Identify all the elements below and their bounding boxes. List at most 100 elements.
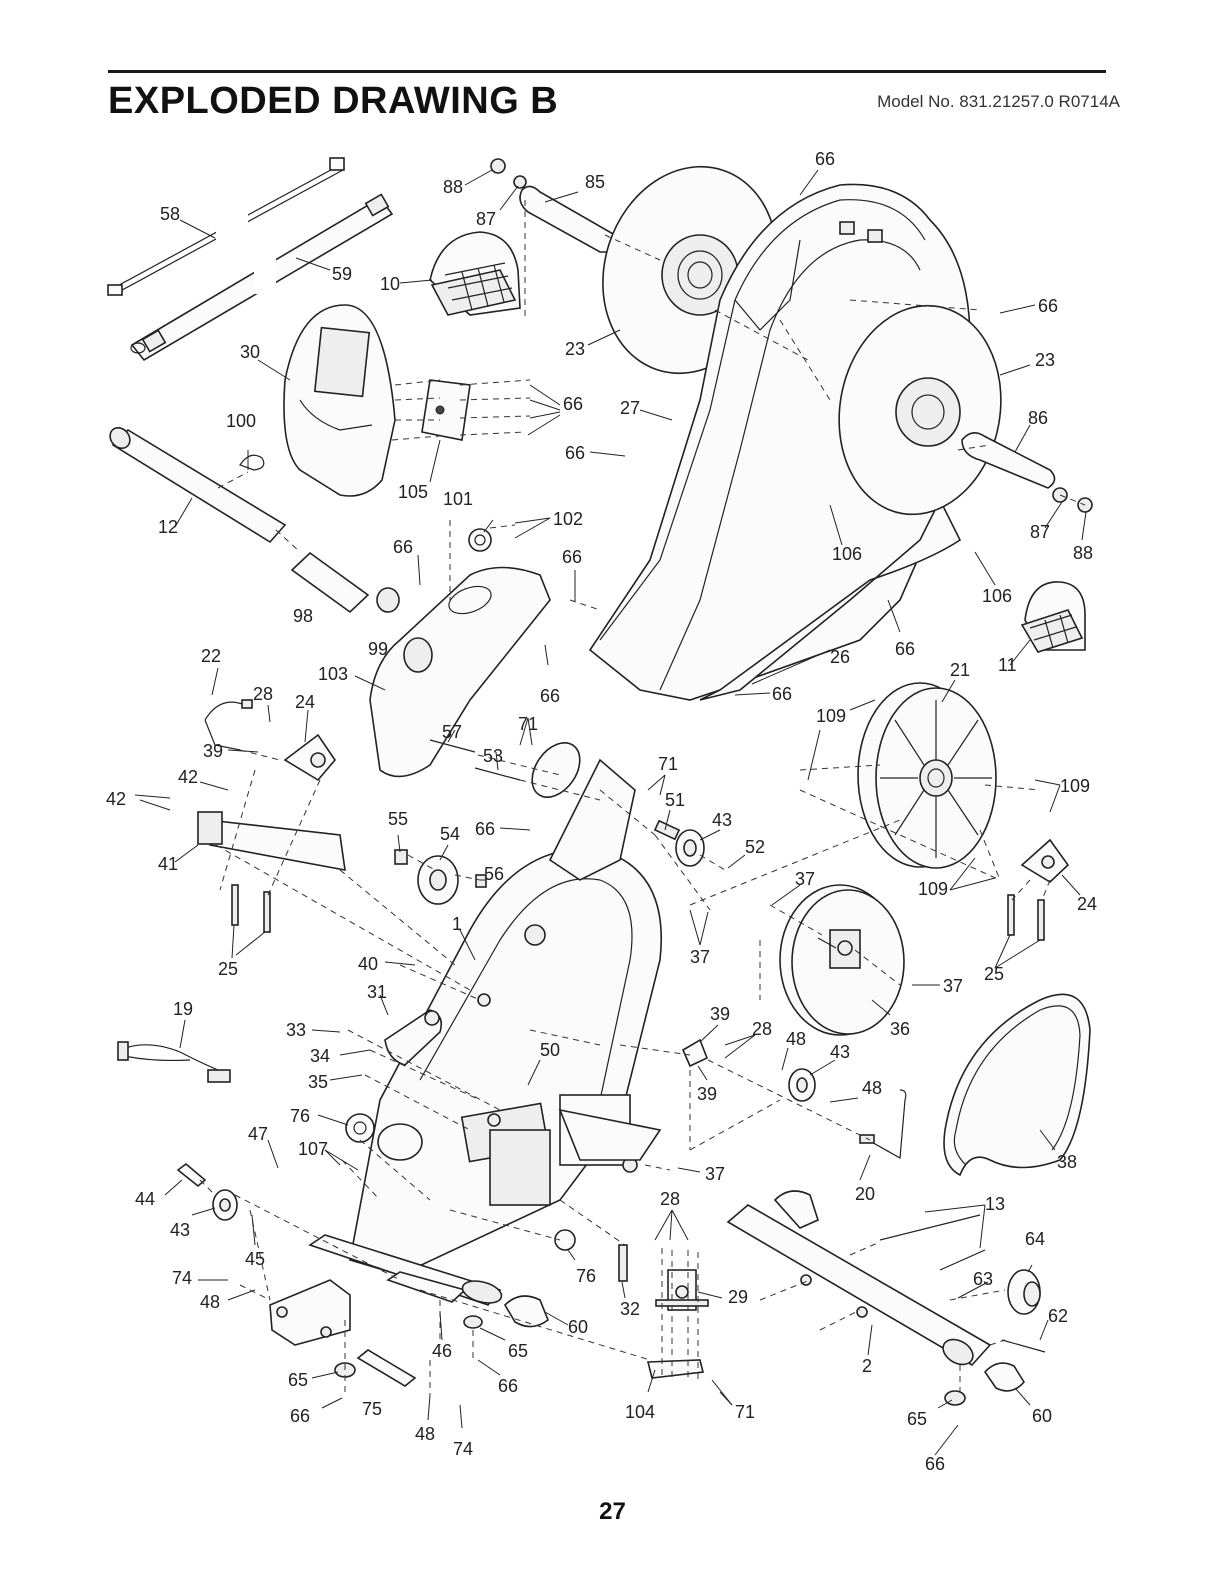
callout-53: 53 xyxy=(483,746,503,766)
callout-106: 106 xyxy=(832,544,862,564)
callout-62: 62 xyxy=(1048,1306,1068,1326)
callout-44: 44 xyxy=(135,1189,155,1209)
callout-22: 22 xyxy=(201,646,221,666)
callout-98: 98 xyxy=(293,606,313,626)
callout-47: 47 xyxy=(248,1124,268,1144)
callout-43: 43 xyxy=(830,1042,850,1062)
callout-76: 76 xyxy=(576,1266,596,1286)
callout-99: 99 xyxy=(368,639,388,659)
bracket-front xyxy=(269,1279,351,1346)
callout-52: 52 xyxy=(745,837,765,857)
harness-19 xyxy=(117,1041,231,1083)
callout-57: 57 xyxy=(442,722,462,742)
base-rail xyxy=(308,1234,503,1306)
callout-42: 42 xyxy=(178,767,198,787)
leader-lines xyxy=(134,169,1087,1456)
bracket-104 xyxy=(558,1108,662,1161)
foot-65-right xyxy=(944,1390,966,1406)
bolts-25-right xyxy=(1007,894,1045,941)
callout-100: 100 xyxy=(226,411,256,431)
callout-66: 66 xyxy=(815,149,835,169)
callout-28: 28 xyxy=(752,1019,772,1039)
callout-29: 29 xyxy=(728,1287,748,1307)
callout-51: 51 xyxy=(665,790,685,810)
callout-105: 105 xyxy=(398,482,428,502)
callout-12: 12 xyxy=(158,517,178,537)
callout-19: 19 xyxy=(173,999,193,1019)
pedal-11 xyxy=(1020,581,1086,653)
console-30 xyxy=(283,304,396,497)
callout-40: 40 xyxy=(358,954,378,974)
pulley-43-upper xyxy=(653,819,705,867)
grip-98 xyxy=(290,551,370,614)
callout-65: 65 xyxy=(288,1370,308,1390)
page-title: EXPLODED DRAWING B xyxy=(108,80,559,122)
callout-86: 86 xyxy=(1028,408,1048,428)
callout-59: 59 xyxy=(332,264,352,284)
callout-71: 71 xyxy=(735,1402,755,1422)
callout-102: 102 xyxy=(553,509,583,529)
bolt-53 xyxy=(474,767,521,781)
magnet-76-lower xyxy=(554,1229,576,1251)
callout-43: 43 xyxy=(170,1220,190,1240)
callout-39: 39 xyxy=(710,1004,730,1024)
belt-38 xyxy=(943,993,1091,1177)
callout-66: 66 xyxy=(772,684,792,704)
callout-24: 24 xyxy=(1077,894,1097,914)
callout-11: 11 xyxy=(998,655,1017,675)
callout-103: 103 xyxy=(318,664,348,684)
callout-88: 88 xyxy=(443,177,463,197)
switch-101 xyxy=(468,528,492,552)
bolts-25-left xyxy=(231,884,271,933)
callout-36: 36 xyxy=(890,1019,910,1039)
callout-63: 63 xyxy=(973,1269,993,1289)
callout-66: 66 xyxy=(475,819,495,839)
tube-107 xyxy=(377,1123,423,1161)
callout-66: 66 xyxy=(290,1406,310,1426)
callout-65: 65 xyxy=(508,1341,528,1361)
callout-109: 109 xyxy=(918,879,948,899)
callout-27: 27 xyxy=(620,398,640,418)
page-number: 27 xyxy=(599,1498,626,1525)
callout-48: 48 xyxy=(415,1424,435,1444)
callout-109: 109 xyxy=(816,706,846,726)
callout-20: 20 xyxy=(855,1184,875,1204)
assembly-lines xyxy=(199,200,1086,1395)
callout-23: 23 xyxy=(565,339,585,359)
axle-44 xyxy=(176,1162,207,1188)
callout-38: 38 xyxy=(1057,1152,1077,1172)
pulley-43-left xyxy=(212,1189,238,1221)
callout-66: 66 xyxy=(1038,296,1058,316)
callout-104: 104 xyxy=(625,1402,655,1422)
callout-43: 43 xyxy=(712,810,732,830)
callout-24: 24 xyxy=(295,692,315,712)
wire-22 xyxy=(204,699,253,751)
callout-2: 2 xyxy=(862,1356,872,1376)
callout-66: 66 xyxy=(393,537,413,557)
callout-65: 65 xyxy=(907,1409,927,1429)
callout-74: 74 xyxy=(453,1439,473,1459)
callout-50: 50 xyxy=(540,1040,560,1060)
clip-100 xyxy=(239,454,265,471)
callout-71: 71 xyxy=(518,714,538,734)
callout-25: 25 xyxy=(984,964,1004,984)
callout-101: 101 xyxy=(443,489,473,509)
callout-28: 28 xyxy=(253,684,273,704)
callout-25: 25 xyxy=(218,959,238,979)
callout-30: 30 xyxy=(240,342,260,362)
callout-10: 10 xyxy=(380,274,400,294)
bracket-105 xyxy=(421,379,471,441)
callout-58: 58 xyxy=(160,204,180,224)
callout-75: 75 xyxy=(362,1399,382,1419)
callout-46: 46 xyxy=(432,1341,452,1361)
bracket-24-right xyxy=(1020,838,1070,884)
callout-32: 32 xyxy=(620,1299,640,1319)
frame-1 xyxy=(349,758,662,1276)
callout-56: 56 xyxy=(484,864,504,884)
callout-66: 66 xyxy=(498,1376,518,1396)
callout-88: 88 xyxy=(1073,543,1093,563)
spacer-56 xyxy=(475,874,487,888)
bracket-39 xyxy=(681,1038,709,1068)
callout-23: 23 xyxy=(1035,350,1055,370)
callout-107: 107 xyxy=(298,1139,328,1159)
